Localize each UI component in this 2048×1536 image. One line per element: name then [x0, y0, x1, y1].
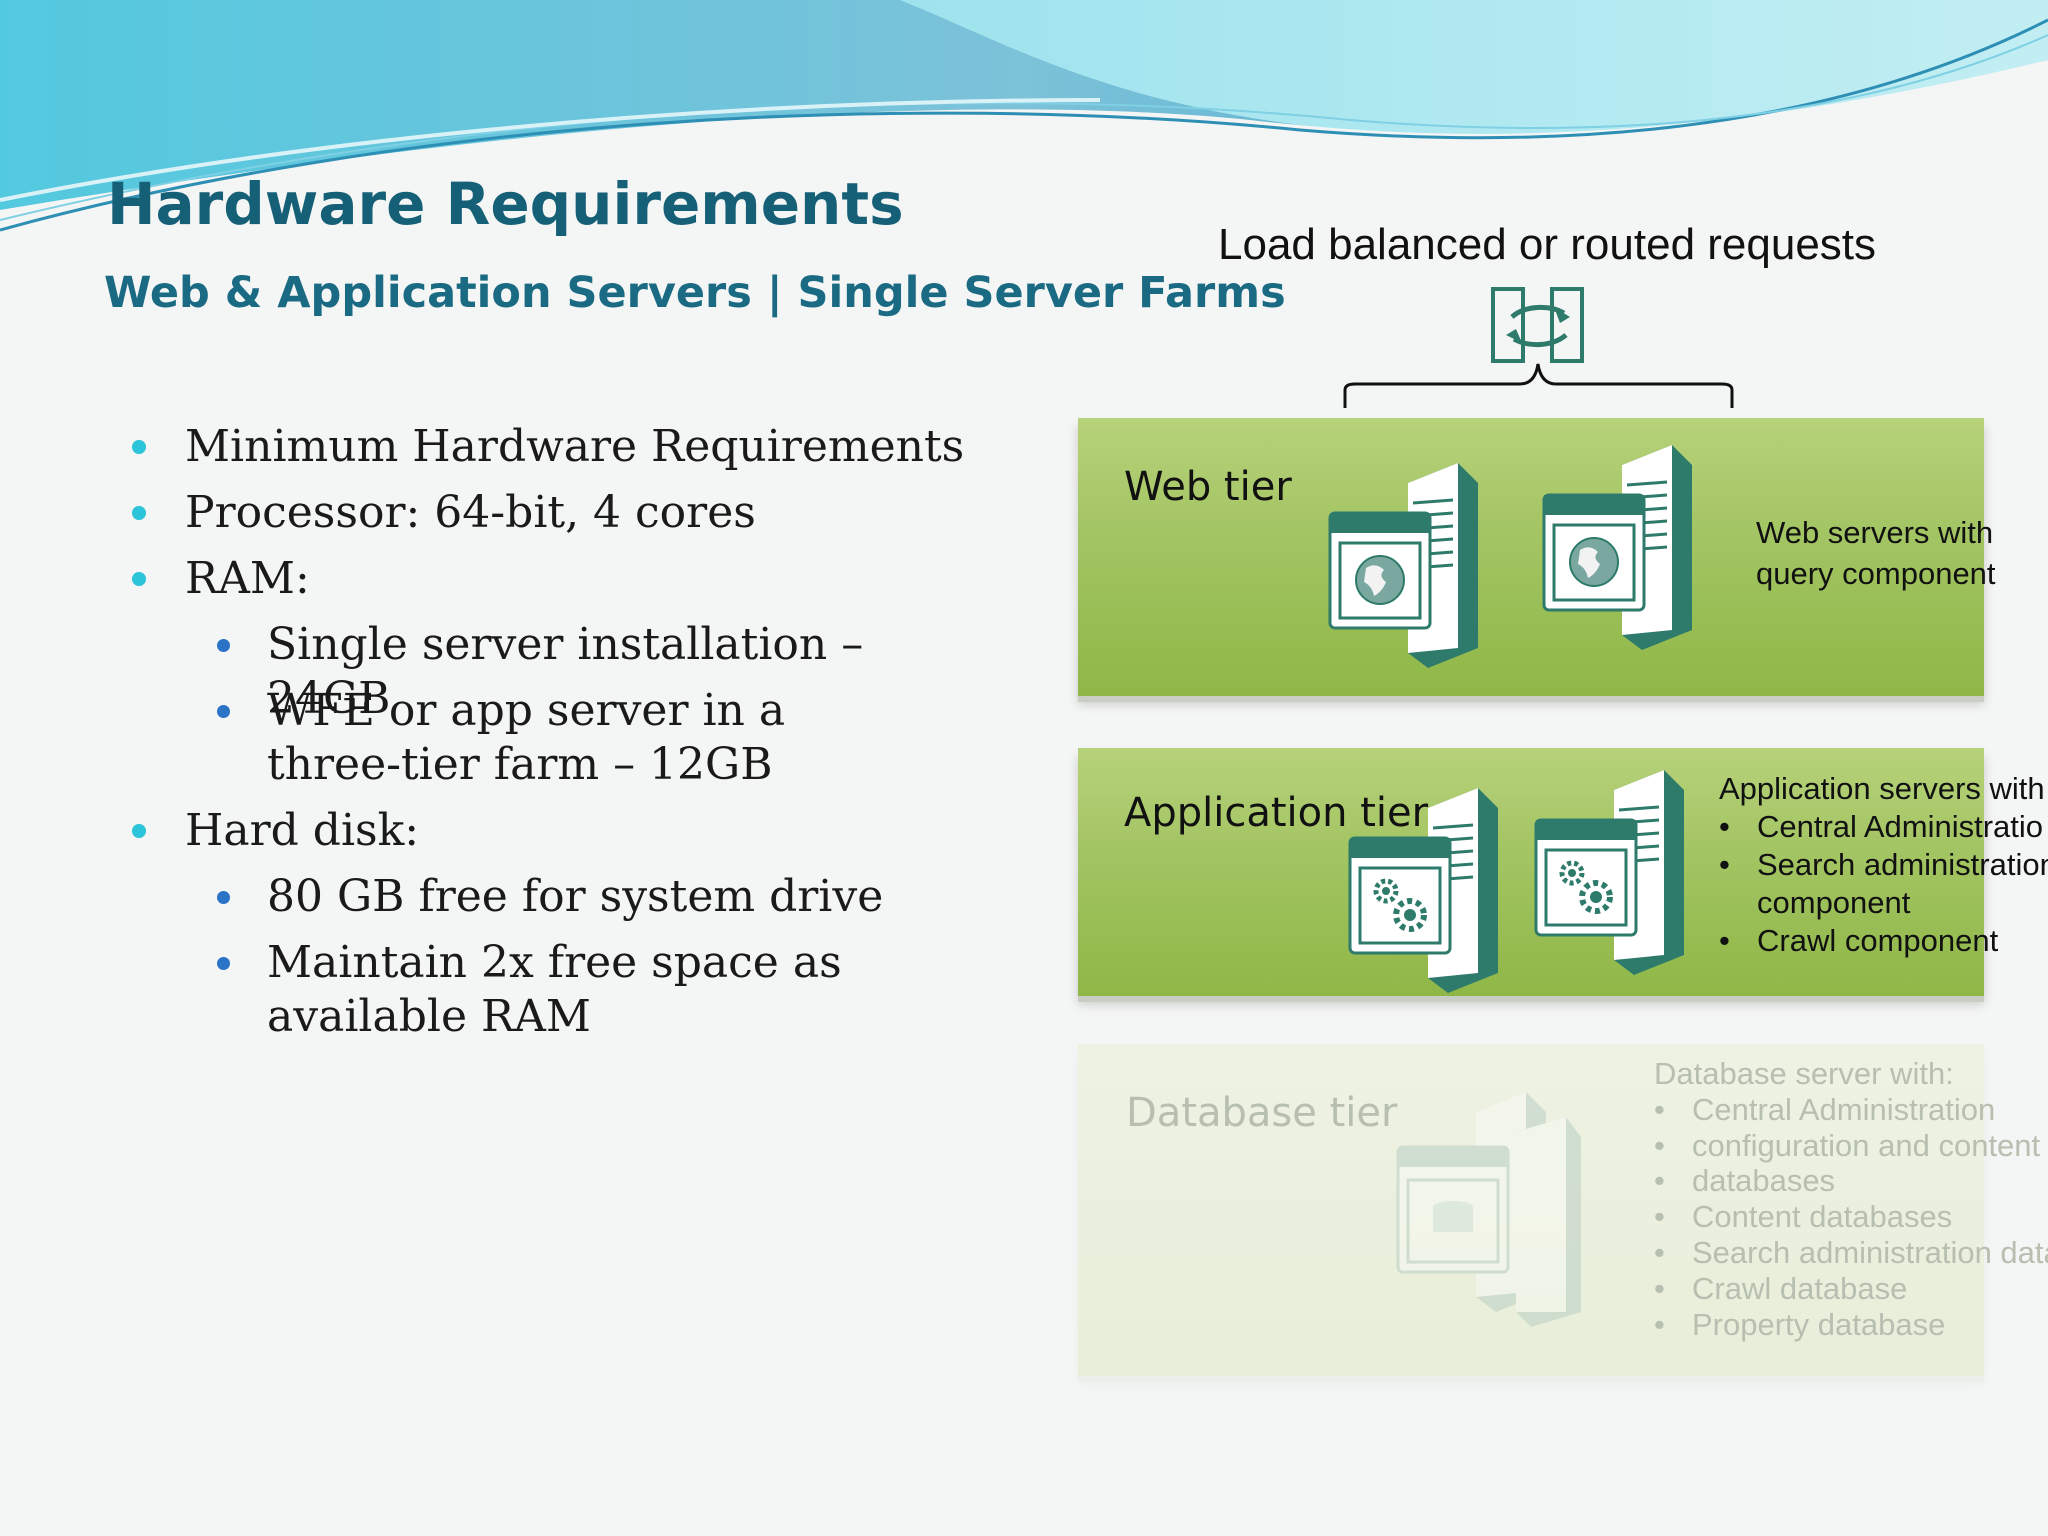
web-tier-description: Web servers with query component	[1756, 515, 1996, 591]
bullet-icon	[132, 440, 146, 454]
list-item: Single server installation – 24GB	[217, 618, 1000, 726]
list-item: Search administration data	[1654, 1235, 2048, 1271]
list-item: Property database	[1654, 1307, 2048, 1343]
list-item: Content databases	[1654, 1199, 2048, 1235]
list-item: RAM:	[132, 552, 310, 606]
bullet-icon	[132, 824, 146, 838]
list-item: Crawl database	[1654, 1271, 2048, 1307]
brace-connector	[1343, 363, 1734, 408]
list-item: Crawl component	[1719, 922, 2048, 960]
gear-server-icon	[1534, 770, 1684, 975]
list-item: Maintain 2x free space as available RAM	[217, 936, 957, 1044]
slide-subtitle: Web & Application Servers | Single Serve…	[104, 268, 1286, 318]
bullet-icon	[132, 572, 146, 586]
database-server-icon	[1396, 1092, 1581, 1327]
bullet-icon	[217, 639, 230, 652]
header-waves	[0, 0, 2048, 232]
swap-arrows-icon	[1491, 287, 1584, 363]
globe-server-icon	[1328, 463, 1478, 668]
bullet-icon	[217, 957, 230, 970]
list-item: Hard disk:	[132, 804, 419, 858]
list-item: Processor: 64-bit, 4 cores	[132, 486, 756, 540]
list-item: component	[1757, 885, 1911, 920]
requirements-list: Minimum Hardware Requirements Processor:…	[0, 0, 1000, 1100]
bullet-icon	[217, 891, 230, 904]
gear-server-icon	[1348, 788, 1498, 993]
application-tier-description: Application servers with Central Adminis…	[1719, 770, 2048, 960]
database-tier-description: Database server with: Central Administra…	[1654, 1056, 2048, 1342]
list-item: Minimum Hardware Requirements	[132, 420, 964, 474]
database-tier-label: Database tier	[1126, 1090, 1398, 1136]
list-item: Central Administration	[1654, 1092, 2048, 1128]
list-item: databases	[1654, 1163, 2048, 1199]
application-tier-panel: Application tier	[1078, 748, 2048, 1002]
application-tier-label: Application tier	[1124, 790, 1429, 836]
list-item: configuration and content	[1654, 1128, 2048, 1164]
bullet-icon	[217, 705, 230, 718]
list-item: Central Administratio	[1719, 808, 2048, 846]
list-item: Search administration	[1719, 846, 2048, 884]
list-item: 80 GB free for system drive	[217, 870, 883, 924]
database-tier-panel: Database tier Database server with: Cent…	[1078, 1044, 2048, 1382]
web-tier-panel: Web tier	[1078, 418, 1996, 702]
load-balancer-label: Load balanced or routed requests	[1218, 220, 1877, 269]
list-item: WFE or app server in a three-tier farm –…	[217, 684, 927, 792]
bullet-icon	[132, 506, 146, 520]
globe-server-icon	[1542, 445, 1692, 650]
slide-title: Hardware Requirements	[107, 170, 904, 238]
web-tier-label: Web tier	[1124, 464, 1292, 510]
